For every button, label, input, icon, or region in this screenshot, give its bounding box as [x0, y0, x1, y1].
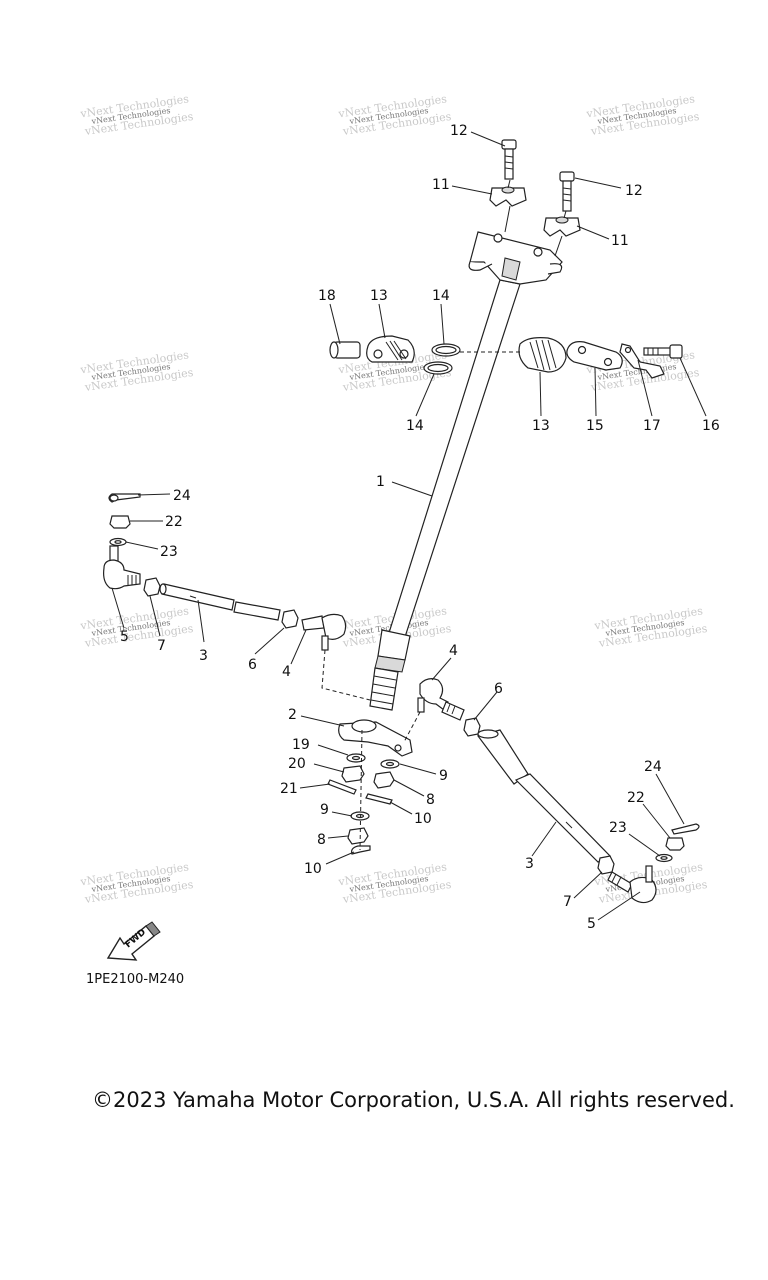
watermark: vNext Technologies vNext Technologies vN… [593, 604, 709, 650]
callout-13: 13 [370, 288, 388, 304]
castle-nut-part [109, 515, 131, 529]
callout-22: 22 [165, 514, 183, 530]
locknut-part [597, 855, 615, 875]
watermark: vNext Technologies vNext Technologies vN… [337, 92, 453, 138]
tie-rod-part [159, 583, 281, 621]
callout-24: 24 [644, 759, 662, 775]
callout-13: 13 [532, 418, 550, 434]
callout-17: 17 [643, 418, 661, 434]
watermark: vNext Technologies vNext Technologies vN… [337, 860, 453, 906]
watermark: vNext Technologies vNext Technologies vN… [585, 92, 701, 138]
callout-20: 20 [288, 756, 306, 772]
plate-part [566, 341, 623, 371]
diagram-code: 1PE2100-M240 [86, 972, 185, 987]
tie-rod-end-part [417, 678, 465, 721]
callout-23: 23 [609, 820, 627, 836]
copyright-notice: ©2023 Yamaha Motor Corporation, U.S.A. A… [92, 1088, 735, 1112]
washer-part [109, 537, 127, 547]
callout-6: 6 [248, 657, 257, 673]
bracket-part [619, 343, 665, 379]
callout-7: 7 [157, 638, 166, 654]
callout-19: 19 [292, 737, 310, 753]
bushing-part [518, 337, 567, 373]
watermark: vNext Technologies vNext Technologies vN… [79, 604, 195, 650]
bolt-part [501, 139, 517, 180]
callout-14: 14 [432, 288, 450, 304]
callout-21: 21 [280, 781, 298, 797]
watermark: vNext Technologies vNext Technologies vN… [79, 348, 195, 394]
cotter-pin-part [671, 823, 700, 835]
callout-1: 1 [376, 474, 385, 490]
collar-part [329, 341, 361, 359]
o-ring-part [423, 361, 453, 375]
steering-column-part [369, 279, 521, 711]
callout-3: 3 [525, 856, 534, 872]
cotter-pin-part [327, 779, 357, 795]
tie-rod-part [476, 729, 612, 863]
upper-holder-part [543, 216, 581, 237]
washer-part [350, 811, 370, 821]
nut-part [373, 771, 395, 789]
bushing-part [366, 335, 415, 363]
callout-10: 10 [304, 861, 322, 877]
callout-8: 8 [317, 832, 326, 848]
washer-part [655, 853, 673, 863]
callout-9: 9 [439, 768, 448, 784]
watermark: vNext Technologies vNext Technologies vN… [79, 860, 195, 906]
tie-rod-end-part [301, 613, 347, 651]
fwd-arrow-icon: FWD [106, 921, 161, 961]
o-ring-part [431, 343, 461, 357]
callout-7: 7 [563, 894, 572, 910]
column-bracket-part [468, 231, 563, 285]
washer-part [346, 753, 366, 763]
callout-15: 15 [586, 418, 604, 434]
callout-14: 14 [406, 418, 424, 434]
castle-nut-part [665, 837, 685, 851]
watermark: vNext Technologies vNext Technologies vN… [79, 92, 195, 138]
callout-5: 5 [587, 916, 596, 932]
callout-18: 18 [318, 288, 336, 304]
pitman-arm-part [338, 719, 413, 757]
bolt-part [643, 344, 683, 359]
callout-11: 11 [432, 177, 450, 193]
callout-12: 12 [625, 183, 643, 199]
callout-16: 16 [702, 418, 720, 434]
tie-rod-end-part [607, 865, 657, 904]
leader-lines [111, 131, 707, 921]
callout-10: 10 [414, 811, 432, 827]
washer-part [380, 759, 400, 769]
callout-2: 2 [288, 707, 297, 723]
callout-4: 4 [449, 643, 458, 659]
callout-11: 11 [611, 233, 629, 249]
callout-4: 4 [282, 664, 291, 680]
cotter-pin-part [108, 493, 141, 503]
callout-6: 6 [494, 681, 503, 697]
upper-holder-part [489, 186, 527, 207]
tie-rod-end-part [103, 545, 141, 590]
nut-part [341, 765, 365, 783]
cotter-pin-part [365, 793, 393, 805]
callout-numbers: 1 2 3 3 4 4 5 5 6 6 7 7 8 8 9 9 10 10 11… [120, 123, 720, 932]
callout-12: 12 [450, 123, 468, 139]
nut-part [347, 827, 369, 845]
callout-22: 22 [627, 790, 645, 806]
bolt-part [559, 171, 575, 212]
callout-24: 24 [173, 488, 191, 504]
callout-8: 8 [426, 792, 435, 808]
cotter-pin-part [351, 845, 371, 855]
locknut-part [281, 609, 299, 629]
callout-23: 23 [160, 544, 178, 560]
callout-5: 5 [120, 629, 129, 645]
callout-3: 3 [199, 648, 208, 664]
locknut-part [143, 577, 161, 597]
callout-9: 9 [320, 802, 329, 818]
